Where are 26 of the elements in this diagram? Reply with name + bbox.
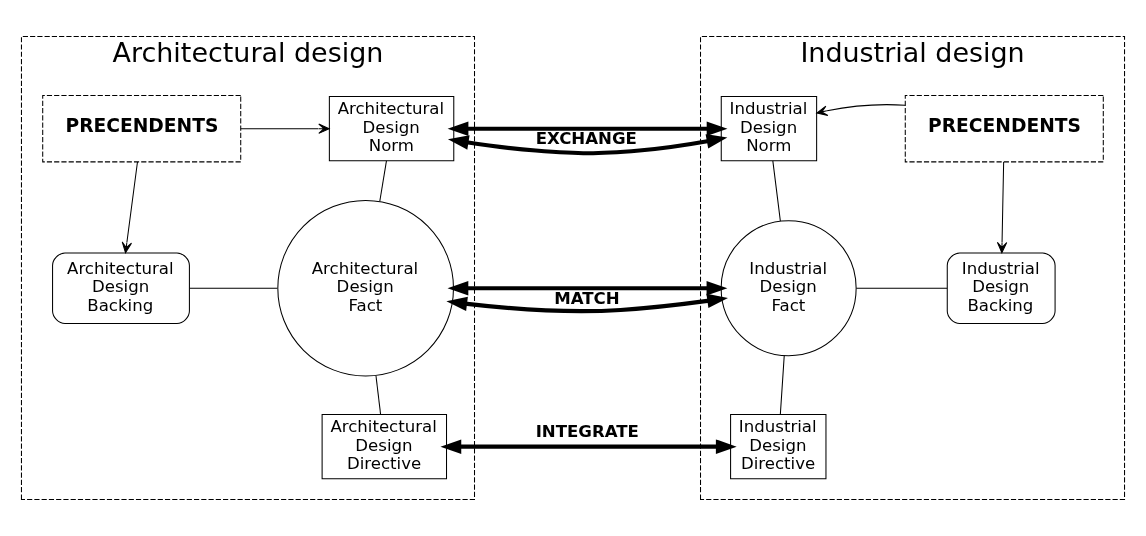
arrow: [996, 161, 1008, 254]
node-circle: Architectural Design Fact: [277, 199, 454, 377]
arrow: [816, 104, 906, 116]
node-box: PRECENDENTS: [904, 95, 1104, 163]
arrow: [121, 161, 138, 254]
arrow: [446, 280, 728, 314]
node-box: Architectural Design Norm: [328, 96, 455, 162]
arrow: [447, 121, 728, 156]
connector: [375, 375, 382, 415]
edge-label: INTEGRATE: [535, 422, 639, 442]
connector: [772, 160, 781, 222]
node-box: Architectural Design Backing: [52, 252, 190, 324]
edge-label: EXCHANGE: [535, 129, 637, 149]
node-box: Industrial Design Backing: [946, 252, 1056, 324]
node-circle: Industrial Design Fact: [720, 220, 857, 357]
arrow: [440, 439, 737, 454]
connector: [855, 287, 948, 289]
node-box: Architectural Design Directive: [321, 414, 448, 480]
connector: [189, 287, 278, 289]
connector: [779, 355, 785, 415]
node-box: Industrial Design Directive: [730, 414, 827, 480]
node-box: PRECENDENTS: [42, 95, 242, 163]
edge-label: MATCH: [554, 288, 620, 308]
node-box: Industrial Design Norm: [720, 96, 818, 162]
connector: [379, 160, 387, 202]
arrow: [240, 123, 330, 134]
